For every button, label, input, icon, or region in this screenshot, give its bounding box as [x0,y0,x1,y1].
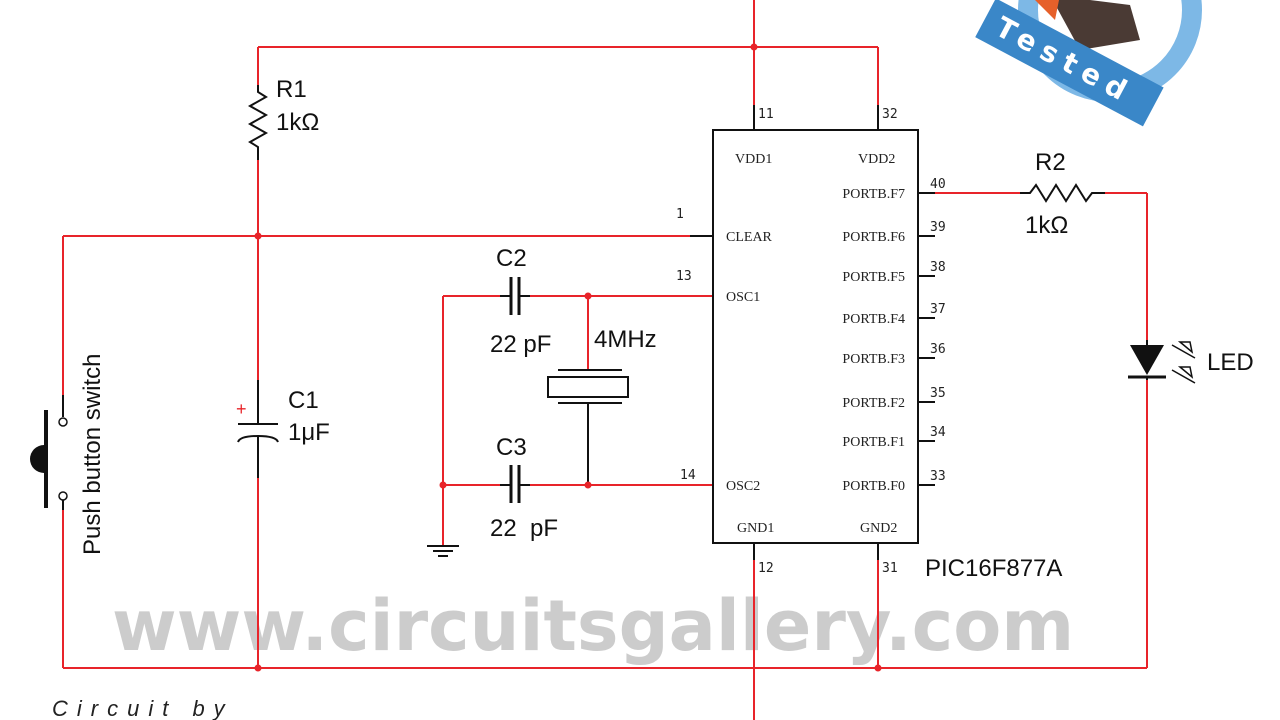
push-button-switch[interactable] [30,395,68,510]
pin-number: 36 [930,342,946,357]
pin-label-gnd1: GND1 [737,521,774,536]
resistor-r1 [247,85,269,160]
r2-value: 1kΩ [1025,212,1068,239]
ic-name: PIC16F877A [925,555,1062,582]
pin-num-13: 13 [676,269,692,284]
pin-label: PORTB.F6 [842,230,905,245]
pin-number: 33 [930,469,946,484]
capacitor-c1 [237,380,279,478]
pin-label-gnd2: GND2 [860,521,897,536]
pin-label: PORTB.F7 [842,187,905,202]
c1-name: C1 [288,387,319,414]
c1-polarity: + [236,399,247,419]
pin-label-vdd1: VDD1 [735,152,772,167]
led-label: LED [1207,349,1254,376]
capacitor-c3 [500,465,530,503]
led-icon [1128,340,1196,384]
pin-number: 38 [930,260,946,275]
r1-name: R1 [276,76,307,103]
c2-name: C2 [496,245,527,272]
pin-num-31: 31 [882,561,898,576]
credit-text: Circuit by [52,696,234,720]
c3-value: 22 pF [490,515,558,542]
pin-label: PORTB.F2 [842,396,905,411]
pin-number: 37 [930,302,946,317]
pin-number: 35 [930,386,946,401]
pin-num-14: 14 [680,468,696,483]
tested-logo: Tested [975,0,1202,127]
pin-label: PORTB.F1 [842,435,905,450]
watermark: www.circuitsgallery.com [112,585,1074,667]
pin-label: PORTB.F3 [842,352,905,367]
pin-num-1: 1 [676,207,684,222]
resistor-r2 [1020,183,1105,203]
pin-number: 39 [930,220,946,235]
crystal-value: 4MHz [594,326,657,353]
pin-label-osc2: OSC2 [726,479,760,494]
pin-num-11: 11 [758,107,774,122]
c3-name: C3 [496,434,527,461]
pin-label-clear: CLEAR [726,230,773,245]
ic-body [712,129,919,544]
pin-label: PORTB.F5 [842,270,905,285]
pin-num-12: 12 [758,561,774,576]
pin-label: PORTB.F4 [842,312,905,327]
c2-value: 22 pF [490,331,551,358]
c1-value: 1μF [288,419,330,446]
crystal [547,369,629,404]
pin-label-osc1: OSC1 [726,290,760,305]
ground-icon [427,545,459,557]
switch-label: Push button switch [79,354,106,555]
pin-num-32: 32 [882,107,898,122]
wires [62,0,1148,720]
r1-value: 1kΩ [276,109,319,136]
capacitor-c2 [500,277,530,315]
r2-name: R2 [1035,149,1066,176]
pin-number: 34 [930,425,946,440]
pin-label-vdd2: VDD2 [858,152,895,167]
pin-number: 40 [930,177,946,192]
pin-label: PORTB.F0 [842,479,905,494]
